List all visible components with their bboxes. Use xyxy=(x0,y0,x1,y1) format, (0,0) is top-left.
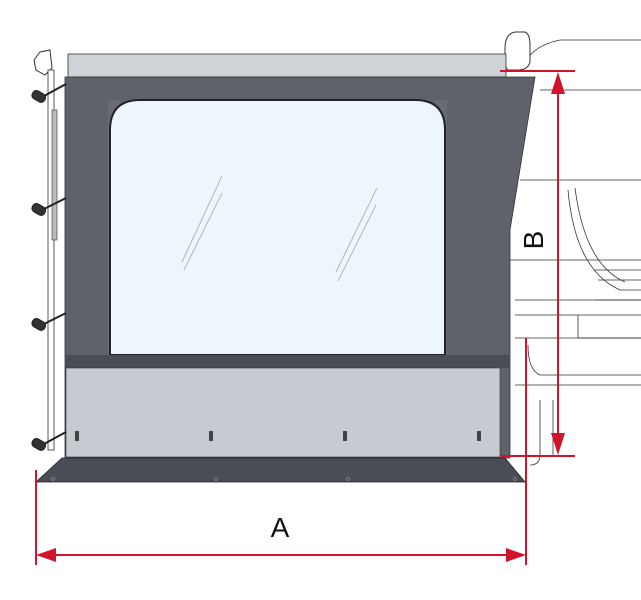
lower-panel xyxy=(65,367,501,458)
fastener-bolts xyxy=(75,431,481,441)
glass-reflection xyxy=(181,175,378,282)
window-glass xyxy=(109,99,446,356)
dimension-a xyxy=(35,338,527,565)
dimension-a-label: A xyxy=(271,512,290,543)
dimension-b xyxy=(500,70,575,457)
awning-rail xyxy=(33,49,58,451)
window-bottom-bar xyxy=(65,355,510,368)
awning-top-bar xyxy=(67,53,507,78)
skirt-rivets xyxy=(51,477,517,481)
vehicle-outline xyxy=(510,39,641,466)
bottom-skirt xyxy=(34,457,526,483)
dimension-b-label: B xyxy=(518,231,549,250)
mirror xyxy=(504,31,531,71)
tension-straps xyxy=(31,83,67,451)
